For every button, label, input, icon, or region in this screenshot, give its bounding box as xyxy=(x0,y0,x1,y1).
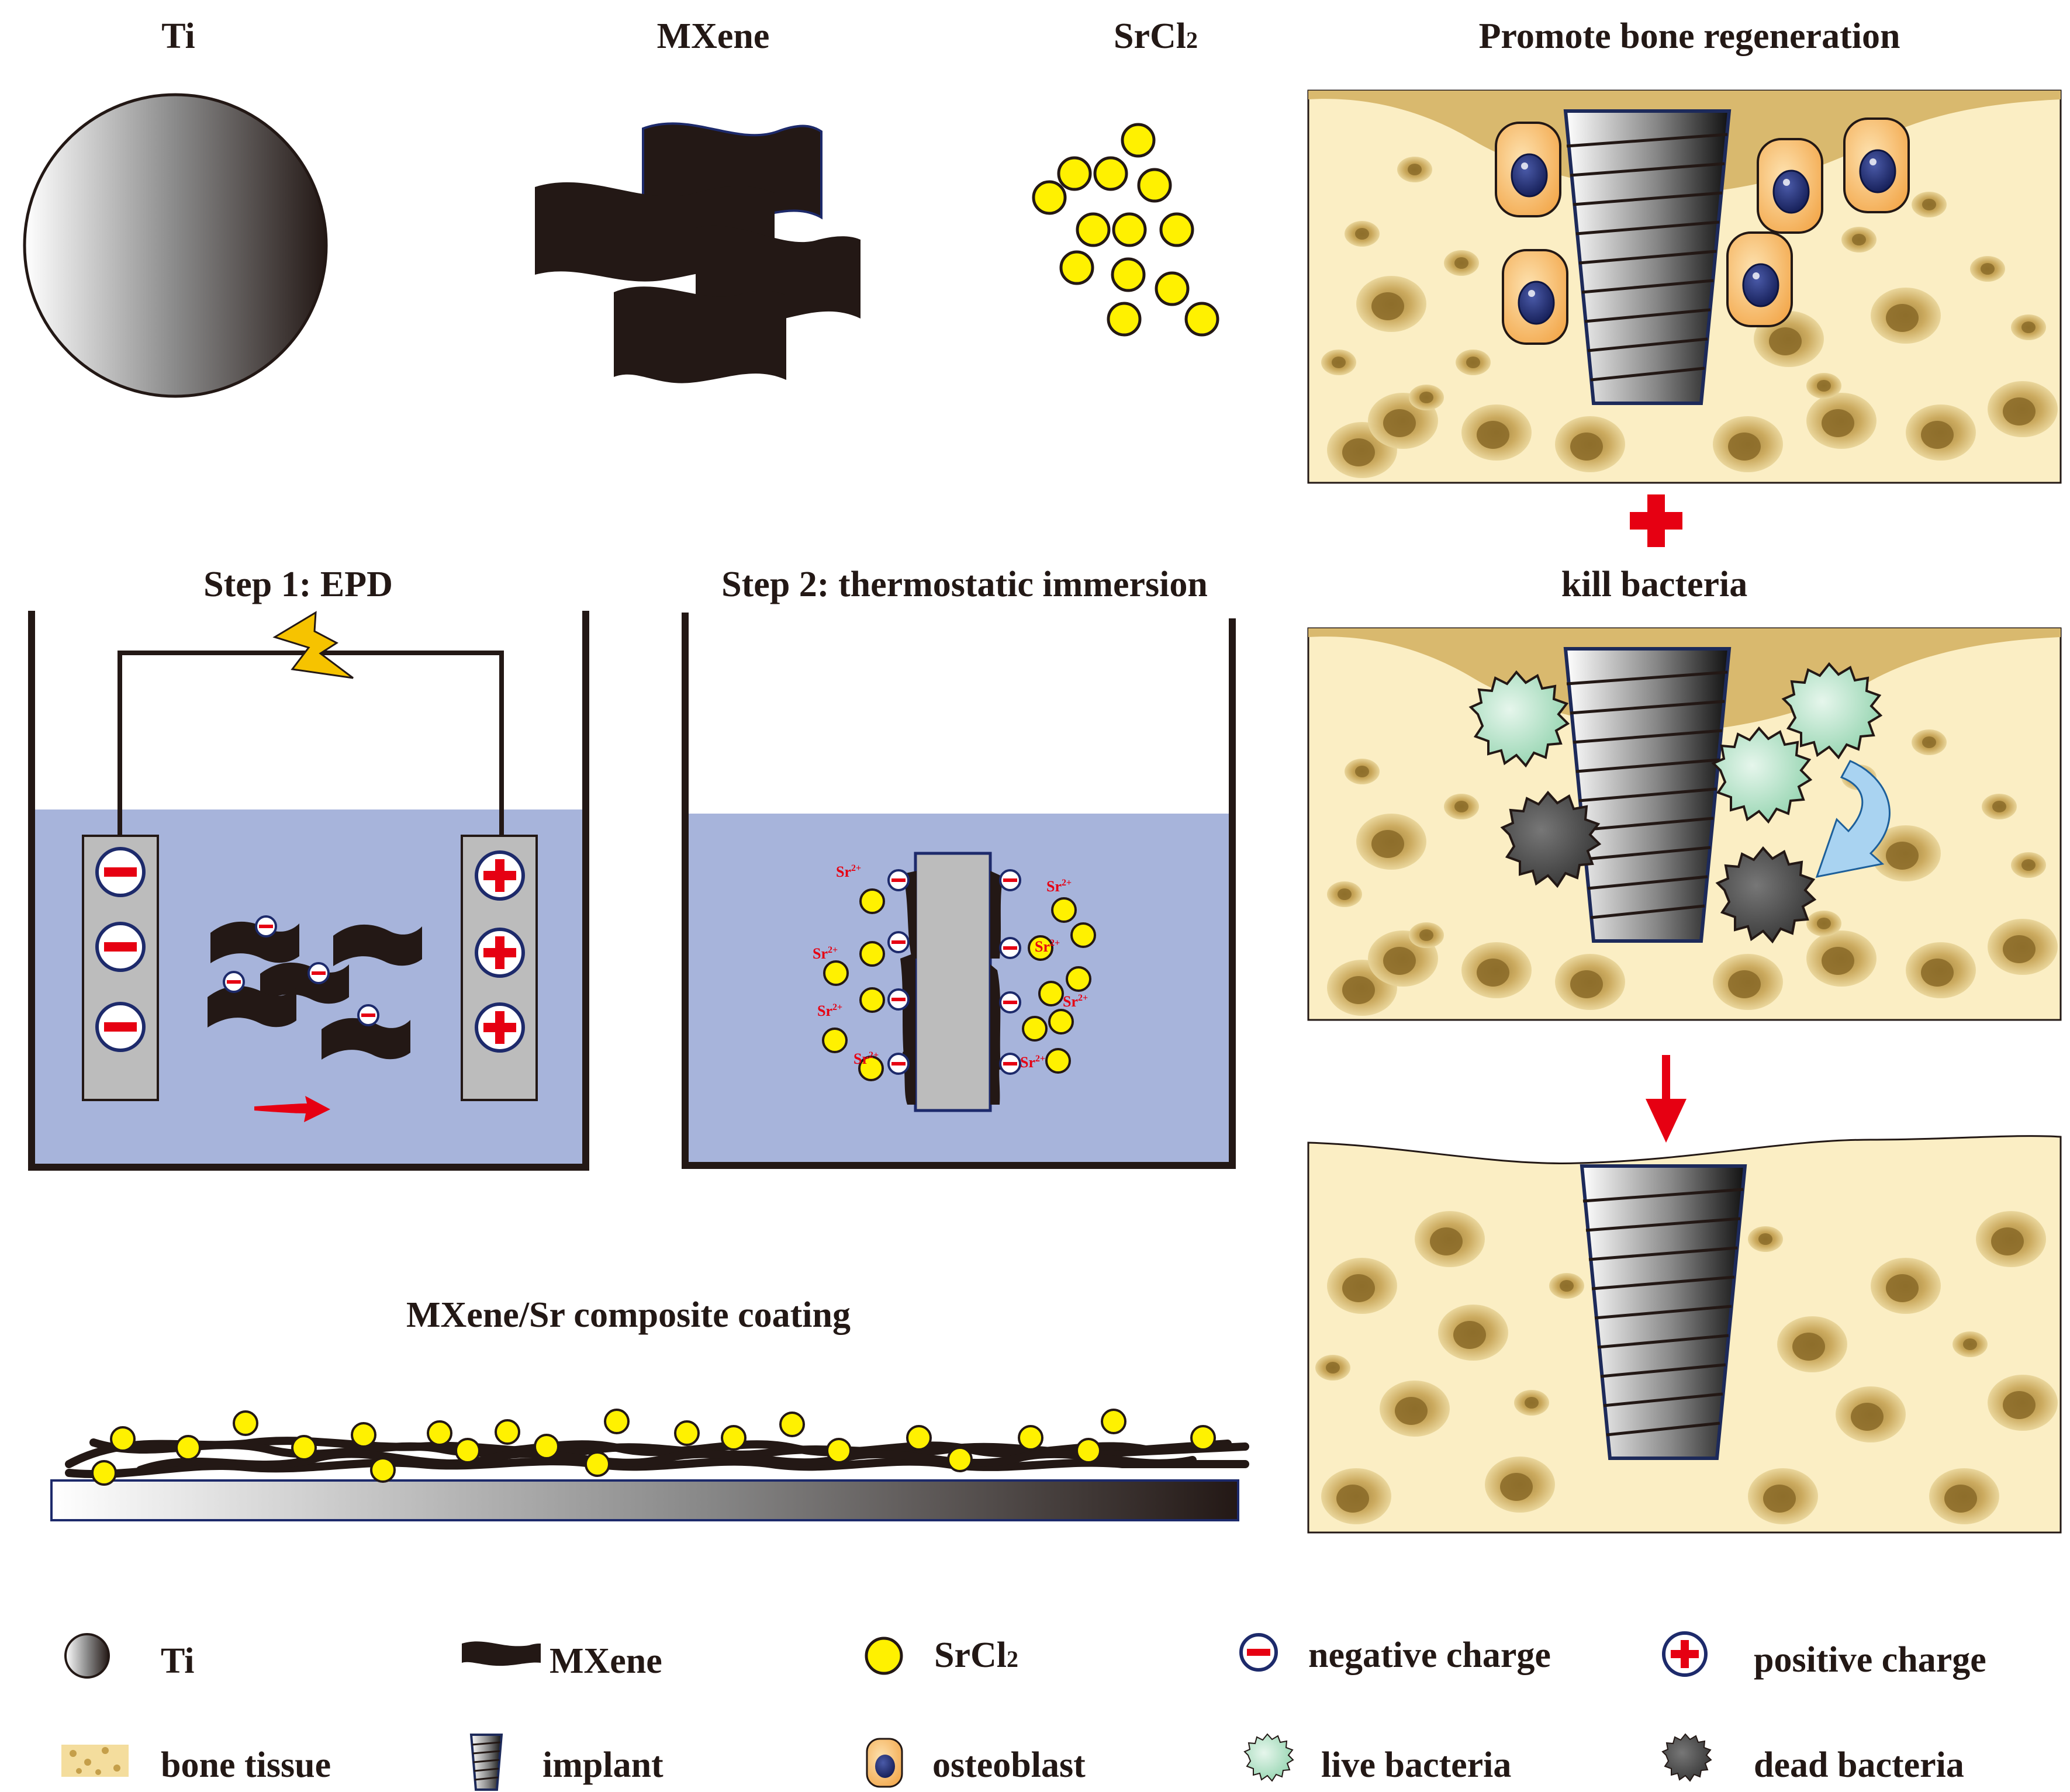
promote-bone-heading: Promote bone regeneration xyxy=(1479,16,1900,56)
legend-osteoblast-icon xyxy=(866,1738,903,1788)
ti-substrate-bar xyxy=(50,1479,1239,1521)
ti-substrate xyxy=(914,852,992,1112)
lightning-icon xyxy=(272,611,354,679)
bone-regeneration-panel xyxy=(1307,89,2062,484)
svg-text:Sr2+: Sr2+ xyxy=(1020,1054,1045,1071)
legend-dead-bacteria-icon xyxy=(1662,1734,1712,1781)
healed-bone-panel xyxy=(1307,1135,2062,1534)
sr-ion-labels: Sr2+ Sr2+ Sr2+ Sr2+ Sr2+ Sr2+ Sr2+ Sr2+ xyxy=(813,863,1088,1071)
implant-3-icon xyxy=(1580,1164,1747,1460)
svg-text:Sr2+: Sr2+ xyxy=(1063,993,1088,1010)
red-arrow-icon xyxy=(254,1096,330,1122)
plus-icon xyxy=(1630,494,1682,547)
mxene-heading: MXene xyxy=(657,16,770,56)
legend-negative-label: negative charge xyxy=(1308,1635,1551,1675)
legend-negative-charge-icon xyxy=(1239,1633,1278,1672)
legend-bone-label: bone tissue xyxy=(161,1745,331,1785)
legend-bone-tissue-icon xyxy=(61,1745,129,1777)
osteoblast-cell xyxy=(1495,122,1561,217)
implant-2-icon xyxy=(1563,647,1732,943)
step2-heading: Step 2: thermostatic immersion xyxy=(721,565,1208,604)
composite-heading: MXene/Sr composite coating xyxy=(406,1295,851,1335)
svg-text:Sr2+: Sr2+ xyxy=(1046,878,1072,895)
composite-coating xyxy=(50,1409,1249,1521)
legend-srcl2-label: SrCl2 xyxy=(934,1635,1018,1675)
curved-arrow-icon xyxy=(1815,760,1891,878)
osteoblast-cell xyxy=(1757,138,1823,234)
svg-text:Sr2+: Sr2+ xyxy=(836,863,861,880)
immersion-cell: Sr2+ Sr2+ Sr2+ Sr2+ Sr2+ Sr2+ Sr2+ Sr2+ xyxy=(682,613,1236,1169)
legend-dead-label: dead bacteria xyxy=(1754,1745,1964,1785)
legend-live-label: live bacteria xyxy=(1321,1745,1511,1785)
osteoblast-cell xyxy=(1502,249,1568,345)
osteoblast-cell xyxy=(1726,231,1793,327)
osteoblast-cell xyxy=(1843,117,1910,213)
legend-mxene-icon xyxy=(462,1641,541,1666)
epd-cell xyxy=(28,611,589,1171)
down-arrow-icon xyxy=(1646,1055,1687,1143)
srcl2-cluster-icon xyxy=(1034,124,1218,335)
legend-ti-label: Ti xyxy=(161,1641,194,1681)
kill-bacteria-panel xyxy=(1307,627,2062,1021)
legend-srcl2-icon xyxy=(865,1637,903,1675)
srcl2-heading: SrCl2 xyxy=(1114,16,1198,56)
step1-heading: Step 1: EPD xyxy=(203,565,393,604)
legend-ti-icon xyxy=(64,1633,110,1679)
svg-text:Sr2+: Sr2+ xyxy=(817,1002,842,1019)
ti-heading: Ti xyxy=(161,16,195,56)
mxene-flakes-icon xyxy=(535,122,861,383)
svg-text:Sr2+: Sr2+ xyxy=(1035,938,1060,955)
legend-implant-label: implant xyxy=(542,1745,663,1785)
legend: Ti MXene SrCl2 negative charge positive … xyxy=(61,1631,1986,1791)
svg-text:Sr2+: Sr2+ xyxy=(813,945,838,962)
legend-positive-charge-icon xyxy=(1662,1631,1708,1677)
svg-text:Sr2+: Sr2+ xyxy=(853,1050,879,1067)
legend-positive-label: positive charge xyxy=(1754,1640,1986,1680)
legend-osteoblast-label: osteoblast xyxy=(932,1745,1086,1785)
ti-sphere-icon xyxy=(23,93,328,398)
legend-live-bacteria-icon xyxy=(1244,1734,1294,1781)
legend-mxene-label: MXene xyxy=(550,1641,662,1681)
legend-implant-icon xyxy=(469,1734,503,1791)
kill-bacteria-heading: kill bacteria xyxy=(1561,565,1748,604)
implant-1-icon xyxy=(1563,109,1732,405)
